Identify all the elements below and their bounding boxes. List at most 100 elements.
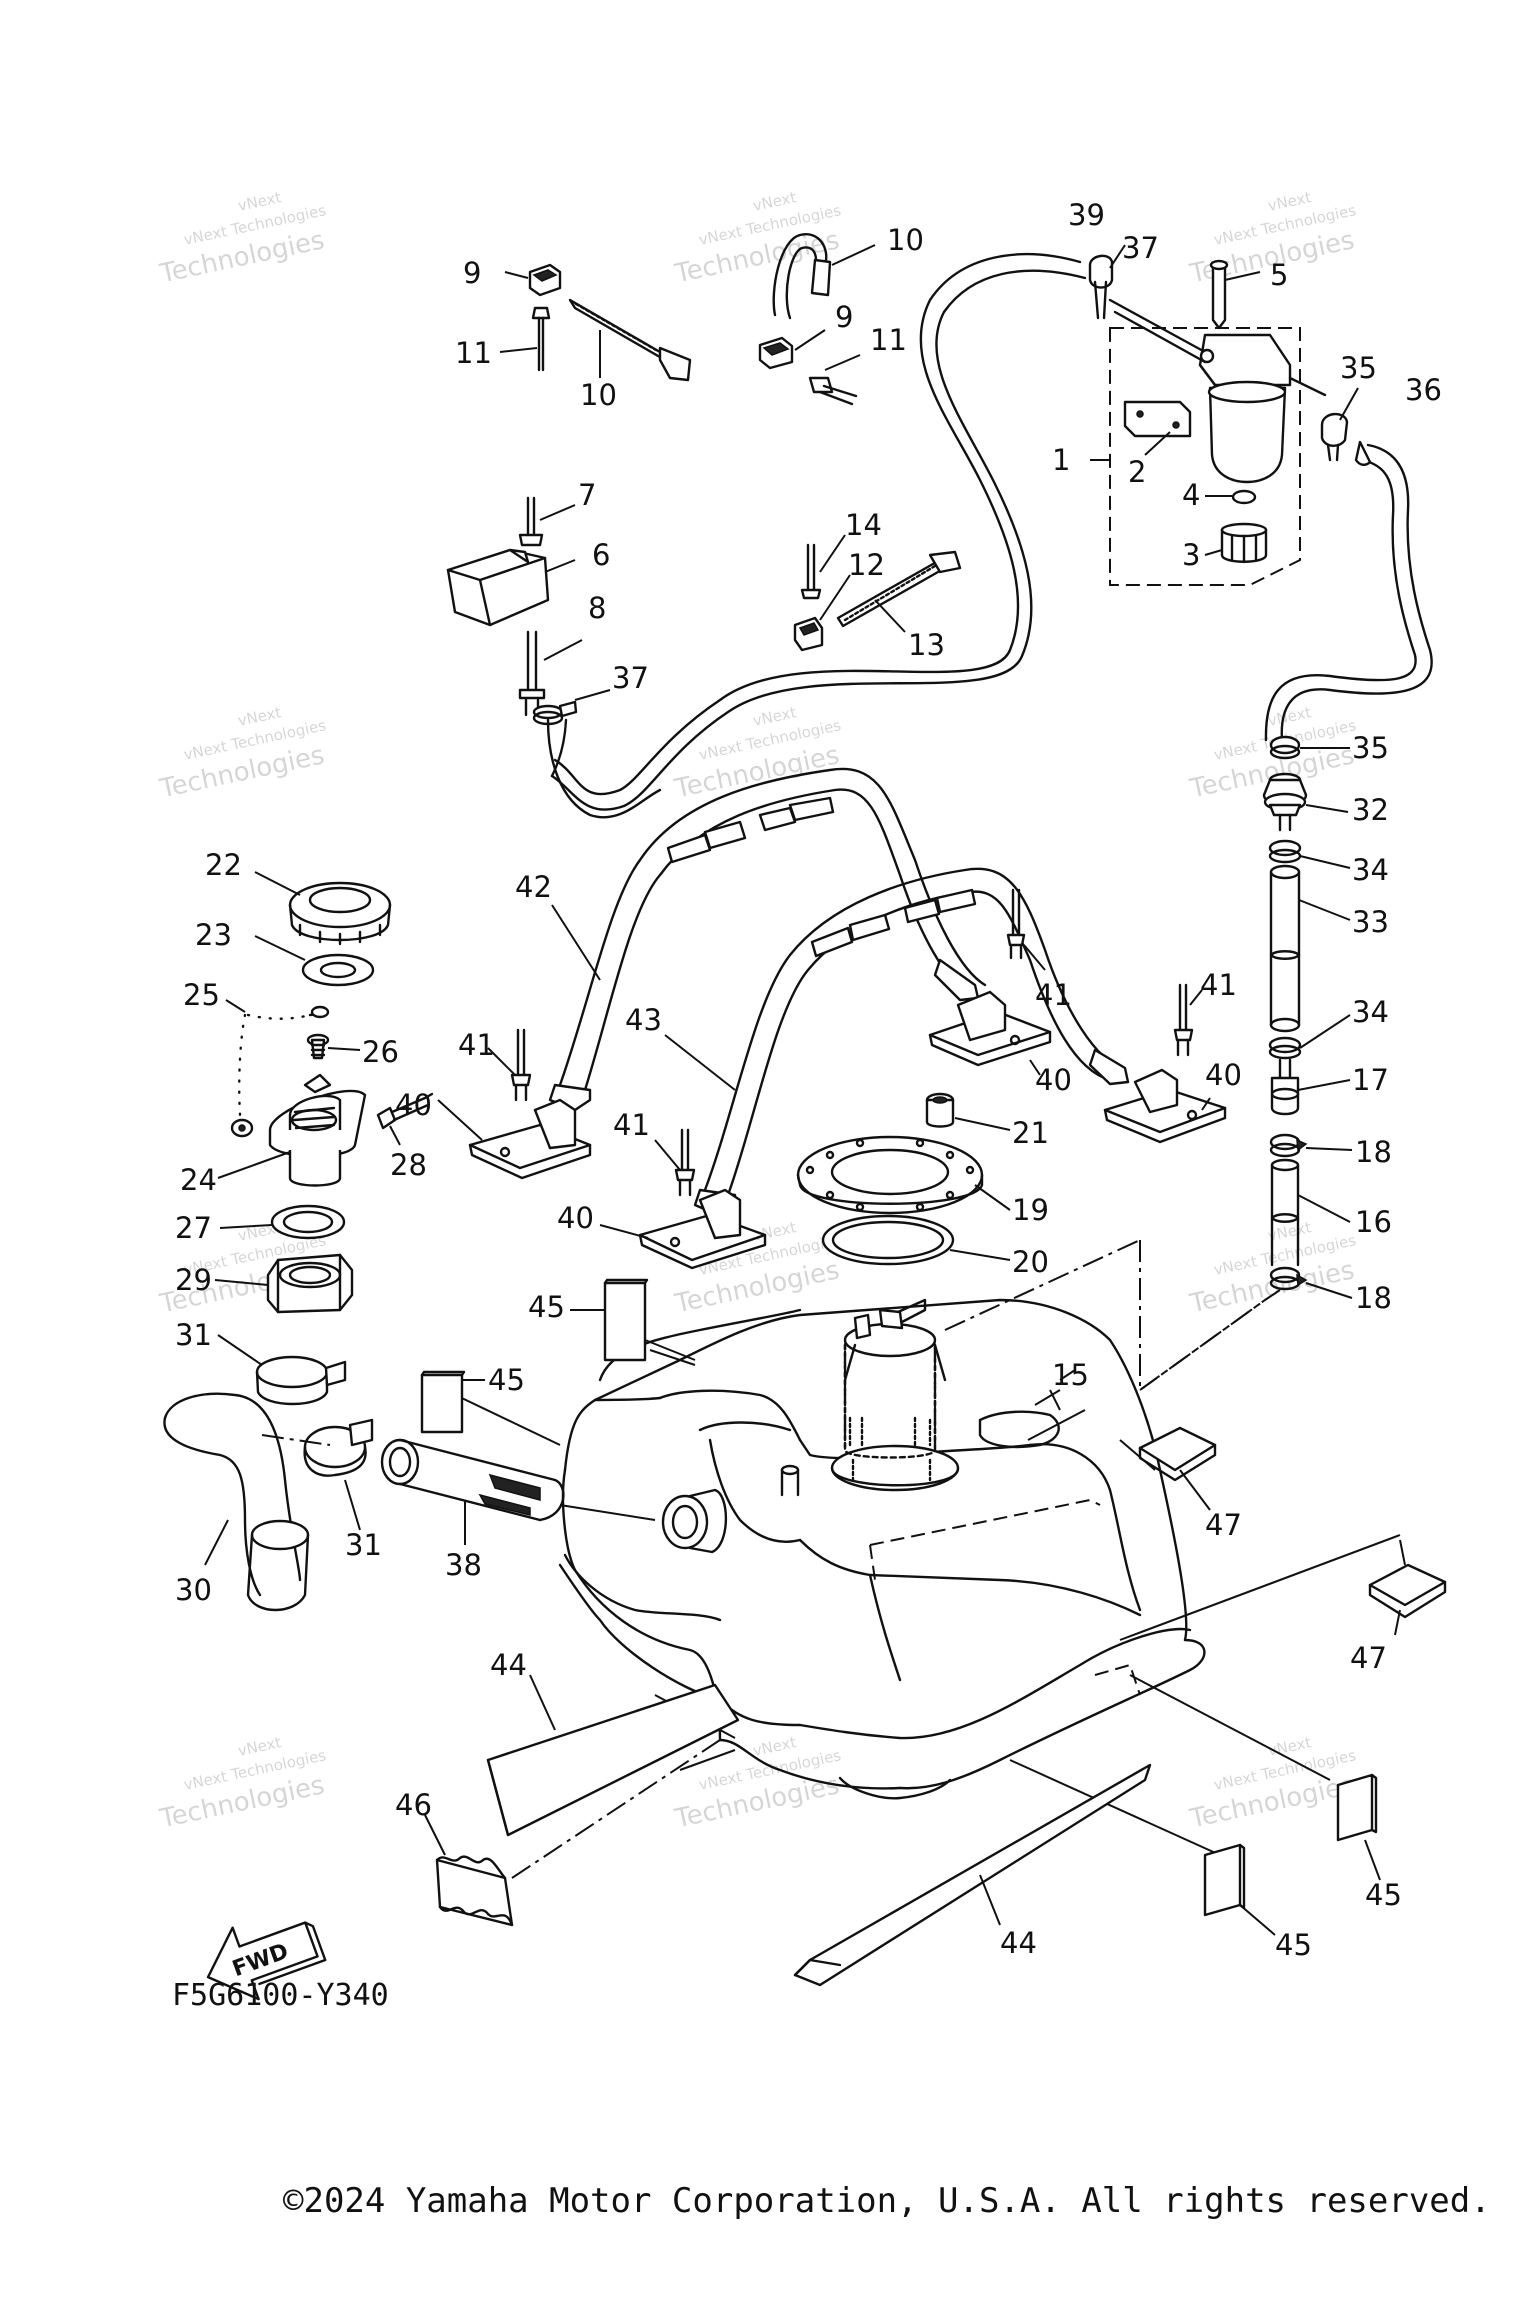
- strap-bracket-40-center[interactable]: [599, 1188, 767, 1270]
- tank-label-15-leader: [1049, 1389, 1061, 1411]
- callout-13: 13: [908, 628, 945, 662]
- clip-18-lower[interactable]: [1269, 1266, 1353, 1299]
- callout-45-right-lower: 45: [1275, 1928, 1312, 1962]
- callout-35-top: 35: [1340, 351, 1377, 385]
- callout-30: 30: [175, 1573, 212, 1607]
- side-pad-44-left[interactable]: [486, 1674, 740, 1837]
- callout-40-mid: 40: [1035, 1063, 1072, 1097]
- callout-41-right: 41: [1200, 968, 1237, 1002]
- screw-26[interactable]: [306, 1033, 361, 1060]
- callout-3-leader: [1204, 549, 1223, 556]
- clamp-31-upper[interactable]: [217, 1334, 347, 1406]
- strap-bracket-40-mid[interactable]: [928, 990, 1052, 1076]
- strap-bracket-40-left[interactable]: [437, 1098, 592, 1180]
- nut-29[interactable]: [214, 1253, 354, 1314]
- clamp-31-lower[interactable]: [303, 1418, 374, 1531]
- clamp-9-left[interactable]: [504, 263, 562, 297]
- hose-clip-37-left[interactable]: [532, 689, 611, 726]
- gasket-23[interactable]: [254, 935, 375, 987]
- callout-38: 38: [445, 1548, 482, 1582]
- cable-tie-10-left[interactable]: [568, 298, 692, 382]
- tank-strap-42[interactable]: [548, 767, 987, 1112]
- callout-12: 12: [848, 548, 885, 582]
- side-pad-44-right[interactable]: [793, 1763, 1152, 1987]
- rivet-7[interactable]: [518, 496, 576, 547]
- gasket-27[interactable]: [219, 1204, 346, 1240]
- callout-42-leader: [551, 904, 601, 981]
- pad-45-right-upper[interactable]: [1336, 1773, 1381, 1881]
- callout-9-left: 9: [463, 256, 481, 290]
- fuel-filter-assembly[interactable]: [1108, 259, 1327, 586]
- filler-pipe-to-tank-line: [559, 1504, 656, 1521]
- callout-45-left: 45: [488, 1363, 525, 1397]
- clip-18-upper[interactable]: [1269, 1133, 1353, 1158]
- rivet-41-center-right[interactable]: [1006, 888, 1046, 971]
- fwd-arrow-icon: FWD: [206, 1921, 327, 2001]
- rivet-41-right[interactable]: [1173, 983, 1203, 1057]
- hose-16[interactable]: [1270, 1158, 1351, 1267]
- callout-11-right: 11: [870, 323, 907, 357]
- callout-9-right: 9: [835, 300, 853, 334]
- rivet-14[interactable]: [800, 534, 846, 600]
- screw-28[interactable]: [376, 1092, 434, 1146]
- check-valve-32[interactable]: [1262, 772, 1349, 832]
- clamp-9-right[interactable]: [758, 329, 826, 370]
- callout-31-upper: 31: [175, 1318, 212, 1352]
- pad-45-left[interactable]: [420, 1370, 485, 1434]
- callout-43: 43: [625, 1003, 662, 1037]
- rivet-41-left[interactable]: [487, 1028, 532, 1102]
- clamp-12[interactable]: [793, 574, 851, 652]
- callout-17: 17: [1352, 1063, 1389, 1097]
- rivet-41-center-left[interactable]: [654, 1128, 696, 1197]
- callout-24: 24: [180, 1163, 217, 1197]
- callout-14: 14: [845, 508, 882, 542]
- callout-40-right: 40: [1205, 1058, 1242, 1092]
- clip-34-lower[interactable]: [1268, 1014, 1351, 1060]
- joint-17[interactable]: [1270, 1058, 1351, 1116]
- hose-clip-37-top[interactable]: [1088, 244, 1126, 320]
- rivet-11-right[interactable]: [808, 354, 861, 406]
- clip-35-lower[interactable]: [1269, 735, 1350, 760]
- rivet-11-left[interactable]: [499, 306, 551, 372]
- hose-33[interactable]: [1269, 864, 1351, 1033]
- retaining-ring-19[interactable]: [796, 1135, 1011, 1215]
- callout-labels: 39 37 5 35 36 1 2 4 3 9 10 9 11 11 10 7 …: [175, 198, 1442, 1962]
- filler-neck-24[interactable]: [217, 1073, 367, 1187]
- cap-21[interactable]: [925, 1092, 1011, 1131]
- chain-25[interactable]: [225, 999, 330, 1138]
- hose-clamp-6[interactable]: [446, 548, 576, 627]
- callout-45-top: 45: [528, 1290, 565, 1324]
- callout-18-upper: 18: [1355, 1135, 1392, 1169]
- hose-30[interactable]: [163, 1392, 310, 1612]
- callout-41-center: 41: [613, 1108, 650, 1142]
- callout-47-upper: 47: [1205, 1508, 1242, 1542]
- fuel-hose-lower-section[interactable]: [546, 718, 662, 819]
- clip-34-upper[interactable]: [1268, 839, 1351, 869]
- cable-tie-13[interactable]: [836, 550, 962, 633]
- callout-2-leader: [1144, 431, 1171, 456]
- cable-tie-10-right[interactable]: [772, 233, 876, 320]
- callout-19: 19: [1012, 1193, 1049, 1227]
- callout-41-mid: 41: [1035, 978, 1072, 1012]
- callout-22: 22: [205, 848, 242, 882]
- pad-45-right-lower[interactable]: [1203, 1843, 1276, 1936]
- callout-44-left: 44: [490, 1648, 527, 1682]
- pad-47-upper[interactable]: [1138, 1426, 1217, 1511]
- pad-45-top[interactable]: [570, 1278, 696, 1362]
- filler-pipe-38[interactable]: [380, 1438, 565, 1545]
- filler-cap-22[interactable]: [254, 871, 392, 946]
- gasket-20[interactable]: [821, 1214, 1011, 1266]
- fuel-hose-39[interactable]: [550, 253, 1087, 811]
- fuel-hose-36[interactable]: [1264, 440, 1433, 742]
- strap-bracket-40-right[interactable]: [1103, 1068, 1227, 1144]
- callout-6: 6: [592, 538, 610, 572]
- callout-7: 7: [578, 478, 596, 512]
- callout-33: 33: [1352, 905, 1389, 939]
- callout-34-upper: 34: [1352, 853, 1389, 887]
- fuel-tank-15[interactable]: [444, 1298, 1401, 1856]
- pad-46[interactable]: [424, 1739, 721, 1927]
- hose-clip-35-top[interactable]: [1320, 387, 1359, 462]
- rivet-8[interactable]: [518, 630, 583, 717]
- pad-47-lower[interactable]: [1368, 1539, 1447, 1636]
